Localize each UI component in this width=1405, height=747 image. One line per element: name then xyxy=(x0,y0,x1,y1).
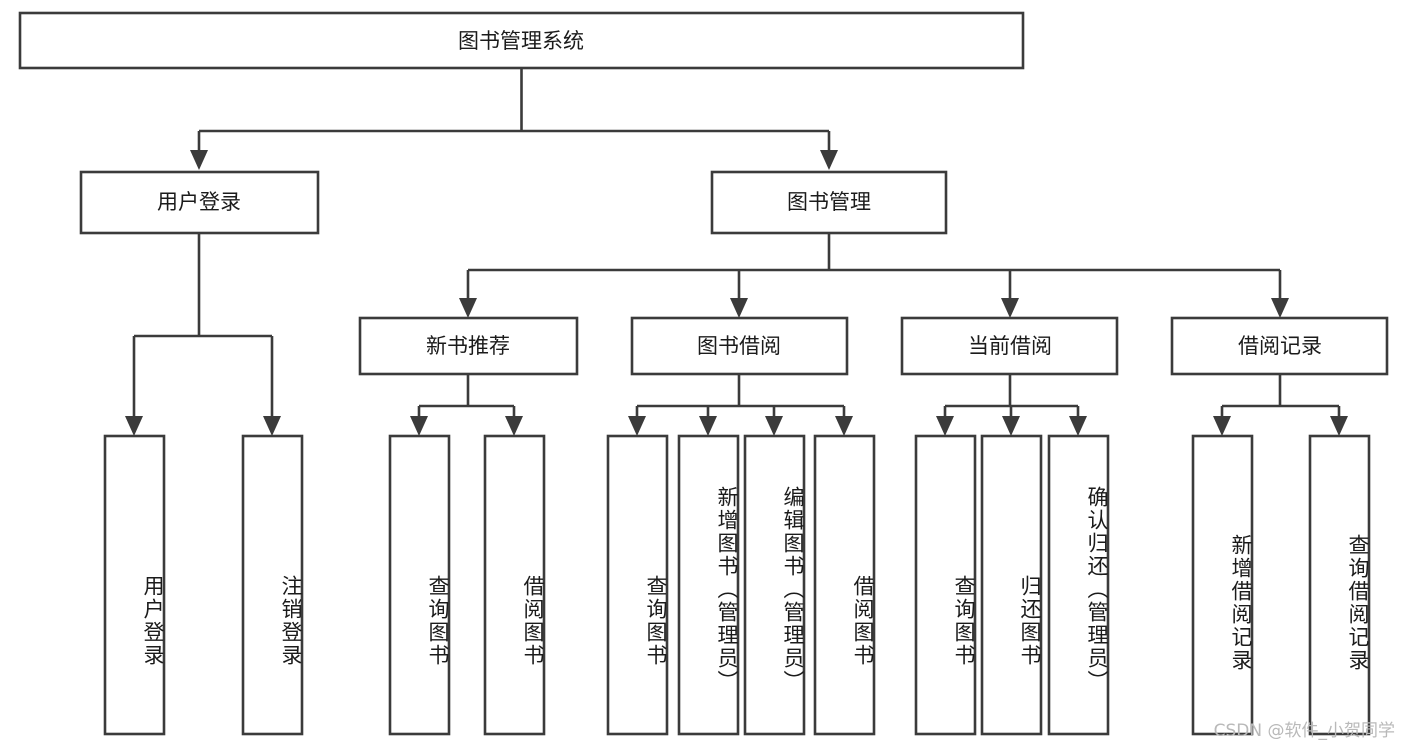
node-current-borrow-box[interactable] xyxy=(900,316,1119,376)
node-current-borrow-label: 当前借阅 xyxy=(968,334,1052,358)
node-book-management-box[interactable] xyxy=(710,170,948,235)
arrow-userlogin-leaf1 xyxy=(125,416,143,436)
csdn-watermark: CSDN @软件_小贺同学 xyxy=(1213,721,1395,741)
node-root-box[interactable] xyxy=(18,11,1025,70)
leaf-box-query-book-3[interactable] xyxy=(914,434,977,736)
arrow-current-leaf1 xyxy=(936,416,954,436)
arrow-record-leaf1 xyxy=(1213,416,1231,436)
leaf-label-return-book: 归还图书 xyxy=(1018,575,1042,667)
node-book-management[interactable]: 图书管理 xyxy=(710,170,948,235)
arrow-borrow-leaf4 xyxy=(835,416,853,436)
leaf-box-query-book-2[interactable] xyxy=(606,434,669,736)
node-new-book-recommend-box[interactable] xyxy=(358,316,579,376)
leaf-label-logout: 注销登录 xyxy=(279,575,303,667)
leaf-label-query-book-1: 查询图书 xyxy=(426,575,450,667)
arrow-newbook-leaf1 xyxy=(410,416,428,436)
leaf-label-query-book-2: 查询图书 xyxy=(644,575,668,667)
arrow-bookmgmt-to-borrow xyxy=(730,298,748,318)
leaf-label-borrow-book-1: 借阅图书 xyxy=(521,575,545,667)
node-borrow-record-box[interactable] xyxy=(1170,316,1389,376)
arrow-borrow-leaf1 xyxy=(628,416,646,436)
leaf-box-add-record[interactable] xyxy=(1191,434,1254,736)
arrow-newbook-leaf2 xyxy=(505,416,523,436)
leaf-box-borrow-book-1[interactable] xyxy=(483,434,546,736)
leaf-box-query-book-1[interactable] xyxy=(388,434,451,736)
leaf-label-confirm-return: 确认归还（管理员） xyxy=(1085,485,1109,693)
arrow-bookmgmt-to-newbook xyxy=(459,298,477,318)
arrow-root-to-bookmgmt xyxy=(820,150,838,170)
node-book-management-label: 图书管理 xyxy=(787,190,871,214)
connector-layer xyxy=(125,68,1348,436)
node-root-label: 图书管理系统 xyxy=(458,29,584,53)
node-borrow-record-label: 借阅记录 xyxy=(1238,334,1322,358)
arrow-bookmgmt-to-current xyxy=(1001,298,1019,318)
arrow-borrow-leaf3 xyxy=(765,416,783,436)
arrow-record-leaf2 xyxy=(1330,416,1348,436)
node-root[interactable]: 图书管理系统 xyxy=(18,11,1025,70)
leaf-box-user-login[interactable] xyxy=(103,434,166,736)
leaf-label-query-record: 查询借阅记录 xyxy=(1346,534,1370,672)
leaf-box-query-record[interactable] xyxy=(1308,434,1371,736)
node-user-login[interactable]: 用户登录 xyxy=(79,170,320,235)
arrow-bookmgmt-to-record xyxy=(1271,298,1289,318)
arrow-root-to-userlogin xyxy=(190,150,208,170)
leaf-label-add-record: 新增借阅记录 xyxy=(1229,534,1253,672)
node-book-borrow-label: 图书借阅 xyxy=(697,334,781,358)
node-current-borrow[interactable]: 当前借阅 xyxy=(900,316,1119,376)
node-user-login-box[interactable] xyxy=(79,170,320,235)
leaf-label-borrow-book-2: 借阅图书 xyxy=(851,575,875,667)
leaf-box-return-book[interactable] xyxy=(980,434,1043,736)
node-new-book-recommend[interactable]: 新书推荐 xyxy=(358,316,579,376)
leaf-label-add-book: 新增图书（管理员） xyxy=(715,485,739,693)
node-borrow-record[interactable]: 借阅记录 xyxy=(1170,316,1389,376)
arrow-current-leaf3 xyxy=(1069,416,1087,436)
leaf-label-query-book-3: 查询图书 xyxy=(952,575,976,667)
node-book-borrow-box[interactable] xyxy=(630,316,849,376)
arrow-borrow-leaf2 xyxy=(699,416,717,436)
arrow-userlogin-leaf2 xyxy=(263,416,281,436)
node-user-login-label: 用户登录 xyxy=(157,190,241,214)
leaf-box-layer xyxy=(103,434,1371,736)
node-new-book-recommend-label: 新书推荐 xyxy=(426,334,510,358)
arrow-current-leaf2 xyxy=(1002,416,1020,436)
leaf-label-user-login: 用户登录 xyxy=(141,575,165,667)
node-book-borrow[interactable]: 图书借阅 xyxy=(630,316,849,376)
leaf-box-edit-book[interactable] xyxy=(743,434,806,736)
leaf-box-add-book[interactable] xyxy=(677,434,740,736)
leaf-box-logout[interactable] xyxy=(241,434,304,736)
leaf-box-borrow-book-2[interactable] xyxy=(813,434,876,736)
leaf-box-confirm-return[interactable] xyxy=(1047,434,1110,736)
leaf-label-edit-book: 编辑图书（管理员） xyxy=(781,485,805,693)
